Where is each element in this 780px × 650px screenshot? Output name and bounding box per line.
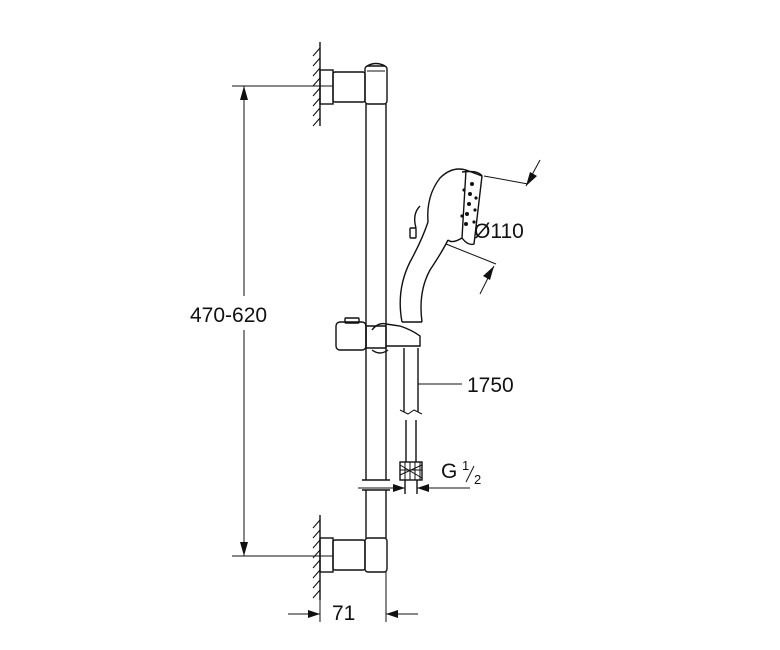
shower-hose [399, 348, 423, 494]
sliding-holder [335, 317, 421, 354]
head-diameter-dimension [445, 159, 541, 295]
thread-denominator: 2 [474, 472, 481, 487]
hose-length-label: 1750 [467, 374, 514, 397]
shower-rail [362, 104, 390, 538]
height-dimension [190, 85, 333, 557]
upper-wall-bracket [319, 62, 388, 105]
thread-label: G [441, 460, 457, 483]
upper-wall-hatching [312, 42, 321, 127]
head-diameter-label: Ø110 [474, 220, 524, 243]
lower-wall-hatching [312, 515, 321, 600]
thread-dimension [358, 484, 470, 492]
height-range-label: 470-620 [190, 304, 267, 327]
wall-offset-label: 71 [332, 602, 355, 625]
thread-numerator: 1 [462, 458, 469, 473]
lower-wall-bracket [319, 537, 388, 573]
wall-offset-dimension [288, 572, 418, 622]
thread-base: G [441, 460, 457, 483]
hand-shower [399, 168, 483, 323]
